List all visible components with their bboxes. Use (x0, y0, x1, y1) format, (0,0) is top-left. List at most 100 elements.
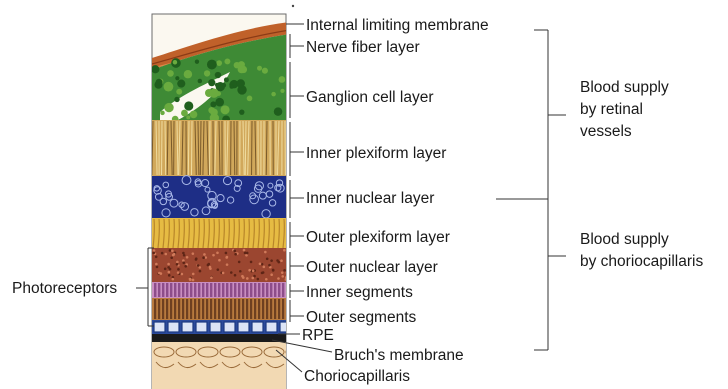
outer-nucleus (259, 262, 262, 265)
inner-segment-rod (194, 283, 196, 297)
outer-segment-rod (154, 299, 156, 319)
ganglion-cell (195, 59, 199, 63)
outer-nucleus (186, 256, 189, 259)
blood-supply-chorio-line-2: by choriocapillaris (580, 251, 703, 273)
blood-supply-chorio-line-1: Blood supply (580, 229, 703, 251)
rpe-cell (252, 322, 263, 332)
outer-nucleus (212, 254, 215, 257)
outer-segment-rod (194, 299, 196, 319)
ganglion-cell (262, 68, 268, 74)
outer-segment-rod (278, 299, 280, 319)
inner-segment-rod (162, 283, 164, 297)
ganglion-cell (164, 82, 174, 92)
outer-nucleus (234, 253, 237, 256)
outer-nucleus (207, 263, 210, 266)
outer-nucleus (164, 253, 167, 256)
outer-nucleus (170, 256, 173, 259)
outer-nucleus (265, 278, 268, 281)
ganglion-cell (247, 96, 253, 102)
outer-nucleus (261, 272, 264, 275)
outer-nucleus (177, 271, 180, 274)
blood-supply-retinal-line-3: vessels (580, 121, 669, 143)
label-inner-nuclear-layer: Inner nuclear layer (306, 190, 434, 208)
ganglion-cell (238, 65, 246, 73)
inner-segment-rod (226, 283, 228, 297)
inner-segment-rod (222, 283, 224, 297)
label-choriocapillaris: Choriocapillaris (304, 368, 410, 386)
outer-nucleus (164, 268, 167, 271)
outer-nucleus (183, 254, 186, 257)
rpe-cell (168, 322, 179, 332)
outer-nucleus (264, 251, 267, 254)
inner-segment-rod (242, 283, 244, 297)
outer-segment-rod (250, 299, 252, 319)
ganglion-cell (271, 92, 276, 97)
ganglion-cell (156, 79, 163, 86)
outer-segment-rod (270, 299, 272, 319)
blood-supply-retinal-line-1: Blood supply (580, 77, 669, 99)
ganglion-cell (236, 79, 245, 88)
outer-segment-rod (158, 299, 160, 319)
inner-segment-rod (266, 283, 268, 297)
rpe-cell (196, 322, 207, 332)
outer-nucleus (199, 270, 202, 273)
outer-segment-rod (178, 299, 180, 319)
outer-nucleus (171, 249, 174, 252)
outer-nucleus (202, 256, 205, 259)
label-bruchs-membrane: Bruch's membrane (334, 347, 464, 365)
ganglion-cell (280, 89, 284, 93)
outer-nucleus (257, 278, 260, 281)
outer-segment-rod (242, 299, 244, 319)
inner-segment-rod (210, 283, 212, 297)
label-photoreceptors: Photoreceptors (12, 280, 117, 298)
chorio-vessel (286, 347, 306, 357)
outer-nucleus (173, 253, 176, 256)
label-rpe: RPE (302, 327, 334, 345)
outer-segment-rod (254, 299, 256, 319)
inner-segment-rod (198, 283, 200, 297)
outer-nucleus (192, 279, 195, 282)
outer-segment-rod (162, 299, 164, 319)
outer-segment-rod (202, 299, 204, 319)
ganglion-cell (190, 111, 198, 119)
outer-nucleus (245, 254, 248, 257)
outer-segment-rod (210, 299, 212, 319)
outer-segment-rod (206, 299, 208, 319)
outer-nucleus (176, 261, 179, 264)
ganglion-cell (164, 103, 173, 112)
ganglion-cell (224, 77, 229, 82)
outer-nucleus (246, 277, 249, 280)
outer-nucleus (153, 249, 156, 252)
outer-nucleus (238, 261, 241, 264)
outer-nucleus (286, 272, 289, 275)
ganglion-cell (207, 60, 217, 70)
inner-segment-rod (154, 283, 156, 297)
ganglion-cell (224, 58, 230, 64)
ganglion-cell (239, 109, 244, 114)
outer-nucleus (266, 257, 269, 260)
inner-segment-rod (254, 283, 256, 297)
outer-nucleus (182, 259, 185, 262)
inner-segment-rod (258, 283, 260, 297)
outer-nucleus (195, 257, 198, 260)
outer-plexiform-fiber (288, 219, 289, 248)
ganglion-cell (184, 101, 193, 110)
label-blood-supply-choriocapillaris: Blood supply by choriocapillaris (580, 229, 703, 273)
outer-segment-rod (234, 299, 236, 319)
outer-nucleus (270, 259, 273, 262)
blood-supply-retinal-line-2: by retinal (580, 99, 669, 121)
outer-nucleus (192, 273, 195, 276)
plexiform-fiber (188, 121, 189, 175)
outer-nucleus (167, 263, 170, 266)
outer-nucleus (182, 261, 185, 264)
outer-nucleus (270, 273, 273, 276)
outer-segment-rod (266, 299, 268, 319)
outer-nucleus (239, 270, 242, 273)
ganglion-cell (177, 80, 185, 88)
ganglion-cell (221, 105, 230, 114)
outer-nucleus (167, 266, 170, 269)
label-internal-limiting-membrane: Internal limiting membrane (306, 17, 489, 35)
outer-segment-rod (190, 299, 192, 319)
rpe-cell (238, 322, 249, 332)
ganglion-cell (173, 60, 177, 64)
